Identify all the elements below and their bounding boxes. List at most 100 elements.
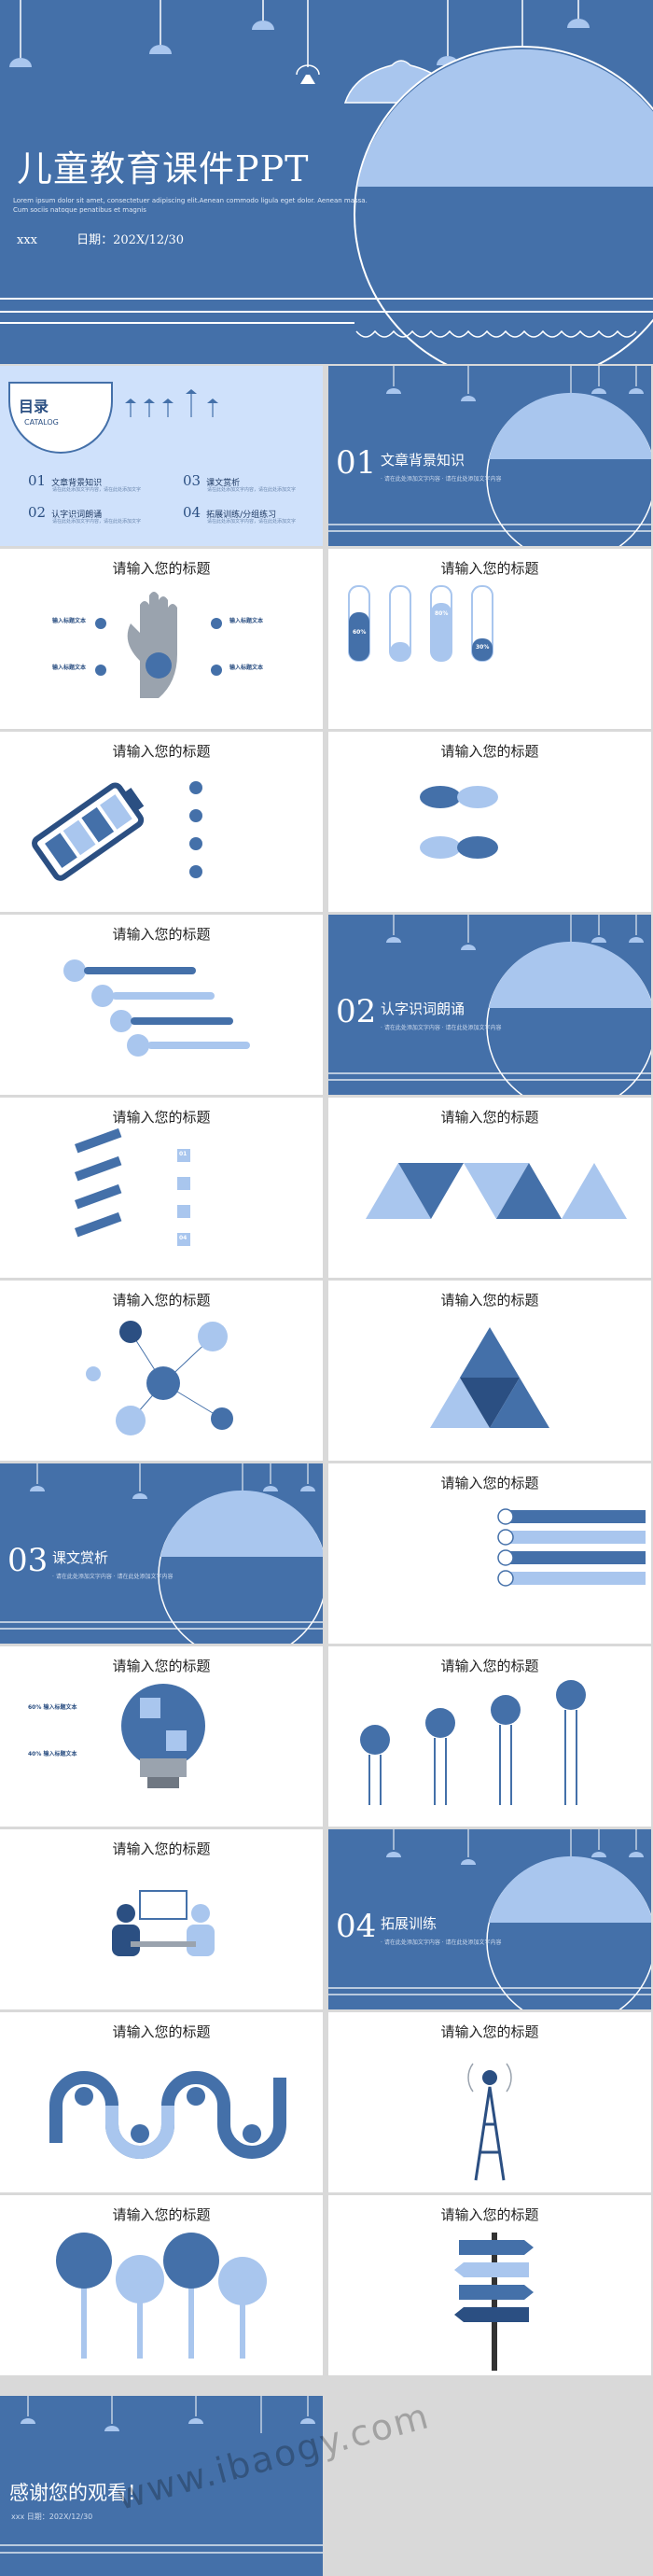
section-title: 拓展训练: [381, 1915, 438, 1932]
content-slide-clouds[interactable]: 请输入您的标题: [328, 1646, 651, 1827]
percent-label: 40% 输入标题文本: [28, 1751, 77, 1757]
content-slide-lollipops[interactable]: 请输入您的标题: [0, 2195, 323, 2375]
toc-item-num: 03: [183, 472, 201, 489]
slide-title: 请输入您的标题: [440, 560, 539, 577]
toc-item-desc: 请在此处添加文字内容，请在此处添加文字: [52, 487, 142, 493]
ribbons-infographic: [497, 1508, 646, 1587]
section-subtitle: · 请在此处添加文字内容 · 请在此处添加文字内容: [381, 1025, 502, 1031]
content-slide-pencils[interactable]: 请输入您的标题 01 04: [0, 1098, 323, 1278]
step-number: 04: [179, 1235, 188, 1241]
label-input: 输入标题文本: [52, 665, 87, 671]
section-subtitle: · 请在此处添加文字内容 · 请在此处添加文字内容: [381, 1939, 502, 1946]
section-number: 04: [336, 1908, 377, 1945]
section-subtitle: · 请在此处添加文字内容 · 请在此处添加文字内容: [52, 1574, 174, 1580]
pyramid-infographic: [430, 1327, 549, 1428]
label-input: 输入标题文本: [229, 618, 264, 624]
content-slide-pyramid[interactable]: 请输入您的标题: [328, 1281, 651, 1461]
section-decoration: [328, 1829, 651, 2009]
wave-infographic: [49, 2071, 286, 2159]
thanks-slide[interactable]: 感谢您的观看！ xxx 日期：202X/12/30: [0, 2396, 323, 2576]
section-title: 课文赏析: [52, 1549, 109, 1566]
chain-infographic: [420, 786, 498, 859]
label-input: 输入标题文本: [229, 665, 264, 671]
slide-title: 请输入您的标题: [440, 2206, 539, 2223]
content-slide-signpost[interactable]: 请输入您的标题: [328, 2195, 651, 2375]
thanks-decoration: [0, 2396, 323, 2554]
test-tubes-infographic: [348, 585, 493, 662]
thanks-meta: xxx 日期：202X/12/30: [11, 2513, 93, 2521]
content-slide-triangles[interactable]: 请输入您的标题: [328, 1098, 651, 1278]
slide-title: 请输入您的标题: [112, 2023, 211, 2040]
battery-infographic: [32, 781, 202, 881]
toc-title: 目录: [19, 398, 49, 415]
cover-decoration: [0, 0, 653, 364]
slide-title: 请输入您的标题: [112, 1292, 211, 1309]
step-number: 01: [179, 1151, 188, 1157]
content-slide-ribbons[interactable]: 请输入您的标题: [328, 1463, 651, 1644]
toc-item-label: 课文赏析: [206, 479, 241, 488]
triangles-infographic: [366, 1163, 627, 1219]
toc-decoration: [8, 382, 218, 454]
tube-percent: 30%: [476, 644, 490, 651]
pencils-infographic: [74, 1127, 190, 1246]
section-number: 01: [336, 444, 377, 482]
content-slide-wave[interactable]: 请输入您的标题: [0, 2012, 323, 2192]
toc-item-label: 认字识词朗诵: [51, 511, 103, 520]
tower-infographic: [467, 2063, 512, 2181]
clouds-infographic: [360, 1680, 586, 1805]
content-slide-battery[interactable]: 请输入您的标题: [0, 732, 323, 912]
toc-item-num: 01: [28, 472, 47, 489]
section-slide-02[interactable]: 02 认字识词朗诵 · 请在此处添加文字内容 · 请在此处添加文字内容: [328, 915, 651, 1095]
slide-title: 请输入您的标题: [112, 2206, 211, 2223]
lollipops-infographic: [56, 2233, 267, 2359]
percent-label: 60% 输入标题文本: [28, 1704, 77, 1711]
bulb-infographic: [121, 1684, 205, 1788]
section-number: 03: [7, 1542, 49, 1579]
content-slide-hand[interactable]: 请输入您的标题 输入标题文本 输入标题文本 输入标题文本 输入标题文本: [0, 549, 323, 729]
toc-item-label: 文章背景知识: [51, 479, 103, 488]
signpost-infographic: [454, 2233, 534, 2371]
toc-item-3[interactable]: 03 课文赏析 请在此处添加文字内容，请在此处添加文字: [183, 472, 296, 493]
slide-title: 请输入您的标题: [112, 1109, 211, 1126]
section-slide-01[interactable]: 01 文章背景知识 · 请在此处添加文字内容 · 请在此处添加文字内容: [328, 366, 651, 546]
slide-title: 请输入您的标题: [112, 560, 211, 577]
slide-title: 请输入您的标题: [440, 1658, 539, 1674]
cover-date: 日期：202X/12/30: [76, 233, 185, 247]
section-subtitle: · 请在此处添加文字内容 · 请在此处添加文字内容: [381, 476, 502, 483]
slide-title: 请输入您的标题: [440, 743, 539, 760]
toc-item-label: 拓展训练/分组练习: [206, 511, 277, 520]
slide-title: 请输入您的标题: [112, 1658, 211, 1674]
hand-infographic: [95, 592, 222, 698]
slide-title: 请输入您的标题: [112, 743, 211, 760]
steps-infographic: [63, 959, 250, 1057]
section-decoration: [0, 1463, 323, 1644]
toc-item-1[interactable]: 01 文章背景知识 请在此处添加文字内容，请在此处添加文字: [28, 472, 141, 493]
slide-title: 请输入您的标题: [112, 1841, 211, 1857]
slide-title: 请输入您的标题: [440, 2023, 539, 2040]
content-slide-meeting[interactable]: 请输入您的标题: [0, 1829, 323, 2009]
section-slide-04[interactable]: 04 拓展训练 · 请在此处添加文字内容 · 请在此处添加文字内容: [328, 1829, 651, 2009]
toc-item-desc: 请在此处添加文字内容，请在此处添加文字: [207, 487, 297, 493]
content-slide-network[interactable]: 请输入您的标题: [0, 1281, 323, 1461]
content-slide-tubes[interactable]: 请输入您的标题 60% 80% 30%: [328, 549, 651, 729]
tube-percent: 60%: [353, 629, 367, 636]
content-slide-bulb[interactable]: 请输入您的标题 60% 输入标题文本 40% 输入标题文本: [0, 1646, 323, 1827]
slide-title: 请输入您的标题: [112, 926, 211, 943]
toc-catalog: CATALOG: [24, 418, 59, 427]
slide-title: 请输入您的标题: [440, 1475, 539, 1491]
cover-slide[interactable]: 儿童教育课件PPT Lorem ipsum dolor sit amet, co…: [0, 0, 653, 364]
section-number: 02: [336, 993, 377, 1030]
slide-title: 请输入您的标题: [440, 1109, 539, 1126]
thanks-title: 感谢您的观看！: [9, 2482, 146, 2504]
cover-lorem: Lorem ipsum dolor sit amet, consectetuer…: [13, 197, 368, 214]
cover-title: 儿童教育课件PPT: [17, 148, 310, 189]
section-decoration: [328, 915, 651, 1095]
content-slide-chain[interactable]: 请输入您的标题: [328, 732, 651, 912]
section-slide-03[interactable]: 03 课文赏析 · 请在此处添加文字内容 · 请在此处添加文字内容: [0, 1463, 323, 1644]
content-slide-tower[interactable]: 请输入您的标题: [328, 2012, 651, 2192]
content-slide-steps[interactable]: 请输入您的标题: [0, 915, 323, 1095]
